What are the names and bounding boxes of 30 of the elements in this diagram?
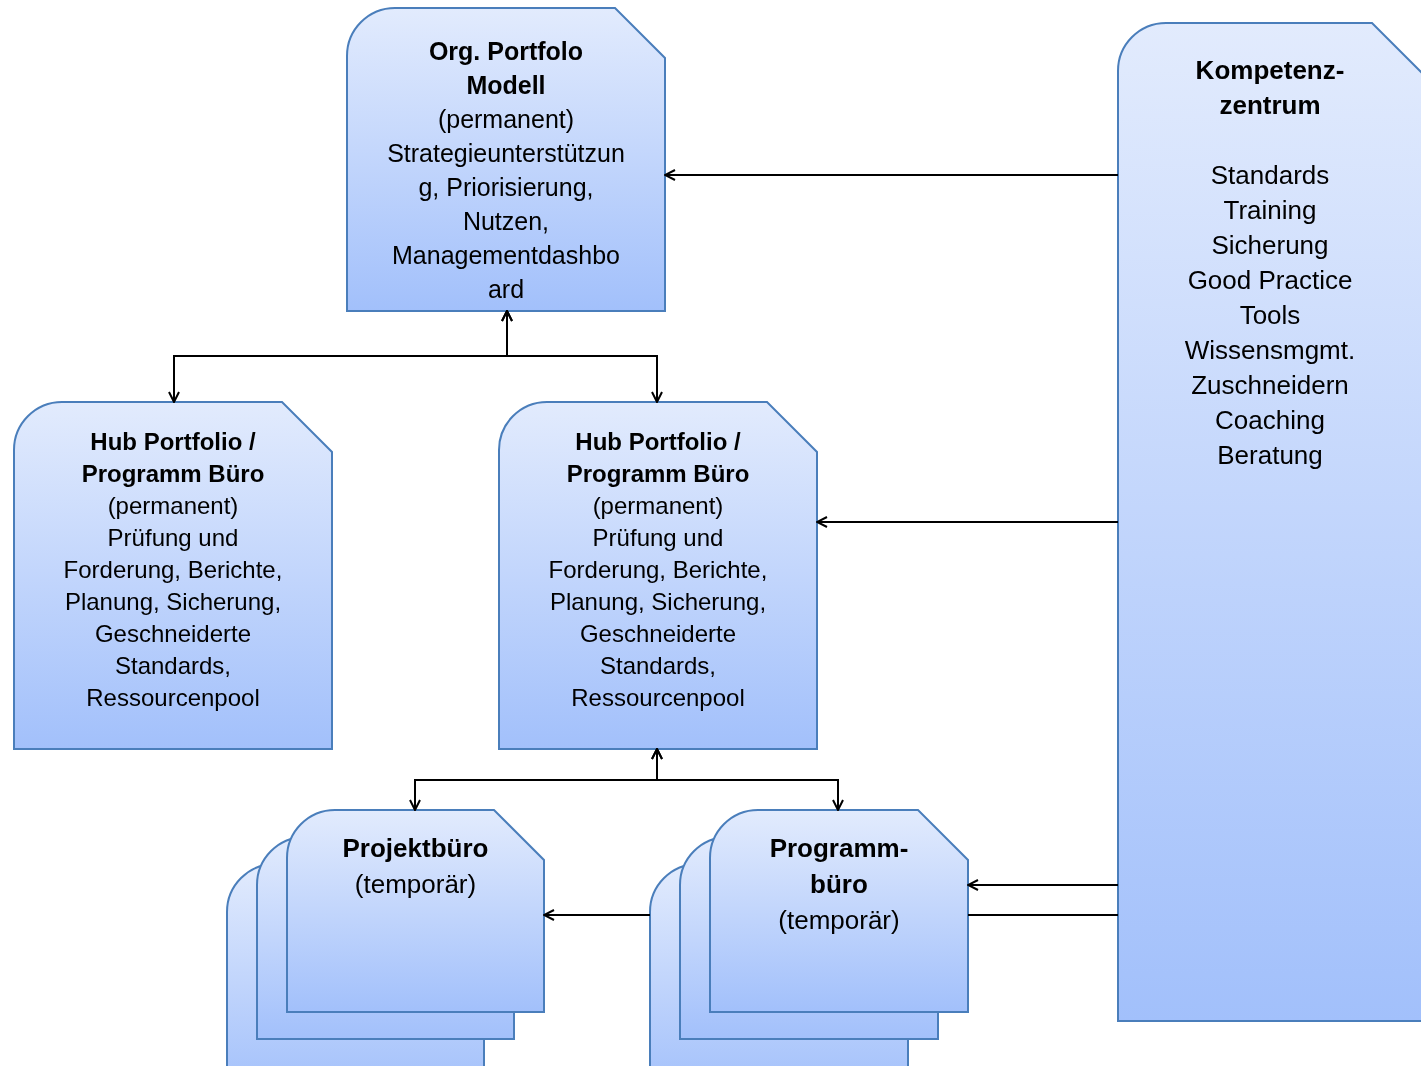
card-title: Hub Portfolio / Programm Büro: [80, 427, 266, 489]
card-text: (permanent): [591, 491, 725, 521]
arrow: [664, 169, 1119, 181]
card-text: (permanent): [436, 104, 576, 135]
card-title: Hub Portfolio / Programm Büro: [565, 427, 751, 489]
card-text: Prüfung und Forderung, Berichte, Planung, Sicherung, Geschneiderte Standards, Ressourcenpool: [547, 523, 769, 713]
list-item: Zuschneidern: [1190, 369, 1350, 402]
list-item: Sicherung: [1210, 229, 1330, 262]
connector-line: [967, 914, 1119, 916]
list-item: Wissensmgmt.: [1183, 334, 1357, 367]
list-item: Good Practice: [1186, 264, 1354, 297]
card-text: Strategieunterstützung, Priorisierung, Nutzen, Managementdashboard: [386, 138, 626, 305]
arrow: [543, 909, 651, 921]
list-item: Tools: [1238, 299, 1302, 332]
card-text: Prüfung und Forderung, Berichte, Planung, Sicherung, Geschneiderte Standards, Ressourcenpool: [62, 523, 284, 713]
arrow: [501, 310, 663, 403]
card-text: (permanent): [106, 491, 240, 521]
card-title: Projektbüro: [341, 832, 490, 865]
card-text: (temporär): [353, 868, 478, 901]
arrow: [816, 516, 1119, 528]
arrow: [651, 748, 844, 811]
card-title: Programm- büro: [768, 832, 910, 901]
list-item: Standards: [1209, 159, 1331, 192]
list-item: Beratung: [1216, 439, 1324, 472]
list-item: Training: [1222, 194, 1318, 227]
card-title: Org. Portfolo Modell: [427, 36, 585, 101]
list-item: Coaching: [1214, 404, 1326, 437]
card-title: Kompetenz- zentrum: [1194, 54, 1346, 122]
card-text: (temporär): [777, 904, 901, 937]
arrow: [967, 879, 1119, 891]
